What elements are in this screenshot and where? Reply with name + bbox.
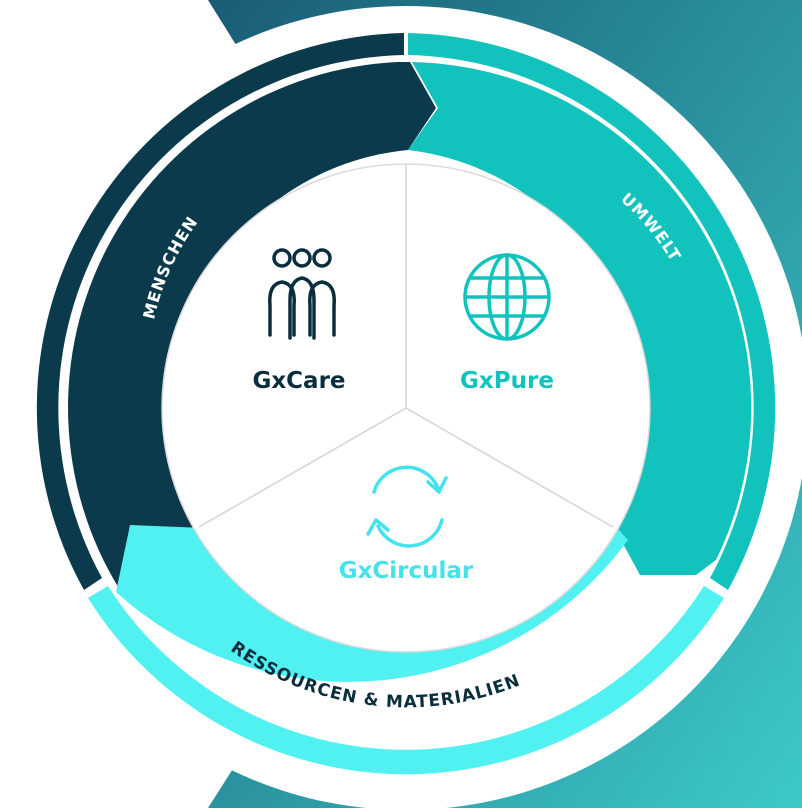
band-environment: [408, 62, 752, 575]
outer-ring-people: [36, 33, 404, 590]
segment-title-pure: GxPure: [460, 368, 554, 394]
people-group-icon: [268, 248, 336, 340]
recycle-arrows-icon: [366, 465, 448, 548]
segment-title-care: GxCare: [252, 368, 345, 394]
divider-left: [198, 407, 407, 528]
outer-ring-environment: [408, 33, 776, 590]
divider-right: [405, 407, 614, 528]
band-people: [68, 62, 436, 590]
segment-title-circular: GxCircular: [339, 558, 474, 584]
globe-icon: [463, 253, 551, 341]
outer-ring-resources: [88, 586, 724, 775]
band-resources: [116, 520, 628, 682]
